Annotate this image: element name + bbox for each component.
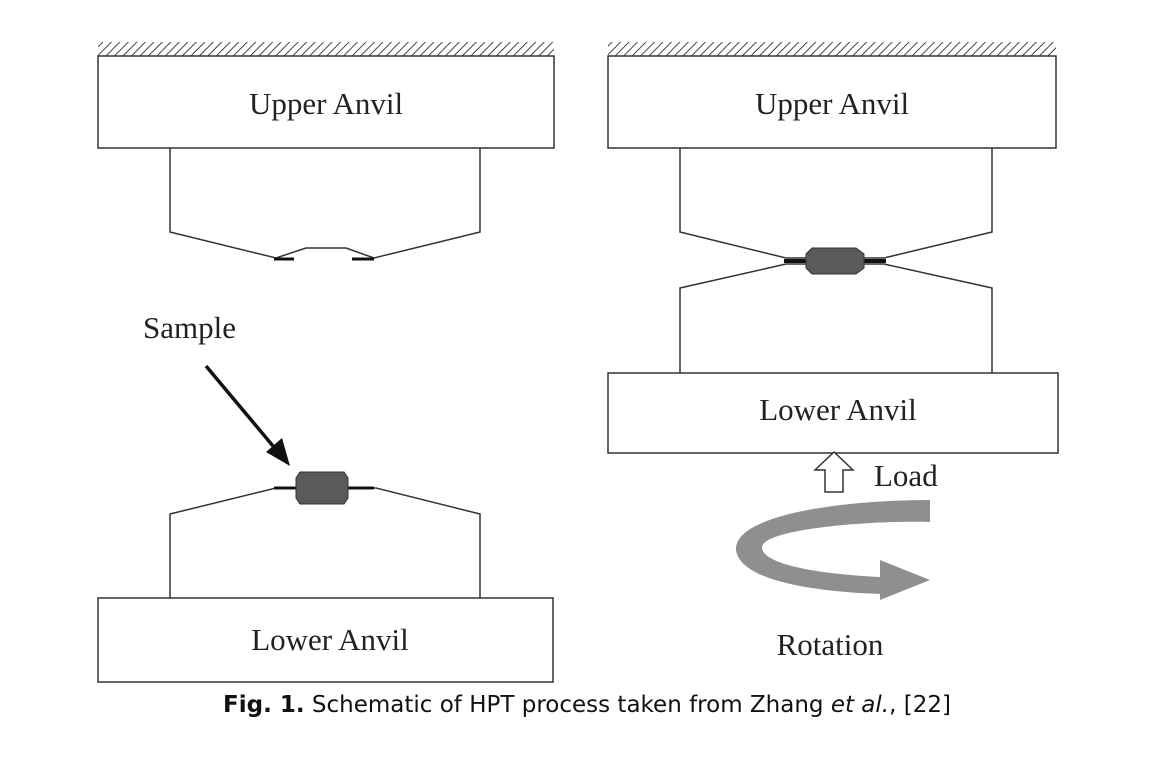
load-label: Load <box>874 458 938 493</box>
figure-number: Fig. 1. <box>223 692 305 718</box>
right-upper-anvil-tip <box>679 148 993 259</box>
right-lower-anvil <box>607 372 1059 454</box>
left-upper-anvil-tip <box>169 148 481 259</box>
sample-label: Sample <box>143 310 236 345</box>
right-lower-anvil-tip <box>679 263 993 373</box>
left-upper-anvil-label: Upper Anvil <box>249 86 403 121</box>
sample-arrow-head <box>266 438 290 466</box>
right-lower-anvil-label: Lower Anvil <box>759 392 917 427</box>
figure-caption: Fig. 1. Schematic of HPT process taken f… <box>0 692 1174 718</box>
caption-etal: et al. <box>830 692 890 718</box>
rotation-label: Rotation <box>777 627 884 662</box>
left-upper-anvil <box>97 55 555 149</box>
caption-text: Schematic of HPT process taken from Zhan… <box>304 692 831 718</box>
right-sample <box>805 247 865 275</box>
right-upper-anvil-label: Upper Anvil <box>755 86 909 121</box>
left-lower-anvil <box>97 597 554 683</box>
caption-ref: , [22] <box>889 692 951 718</box>
left-fixed-support-hatch <box>98 42 554 56</box>
left-lower-anvil-label: Lower Anvil <box>251 622 409 657</box>
right-upper-anvil <box>607 55 1057 149</box>
right-panel: Upper Anvil Lower Anvil Load Rotation <box>607 42 1059 662</box>
rotation-arrow-icon <box>735 500 930 600</box>
left-panel: Upper Anvil Sample Lower Anvil <box>97 42 555 683</box>
sample-arrow-shaft <box>204 364 280 454</box>
load-arrow-icon <box>813 450 855 493</box>
right-fixed-support-hatch <box>608 42 1056 56</box>
left-sample <box>295 471 349 505</box>
